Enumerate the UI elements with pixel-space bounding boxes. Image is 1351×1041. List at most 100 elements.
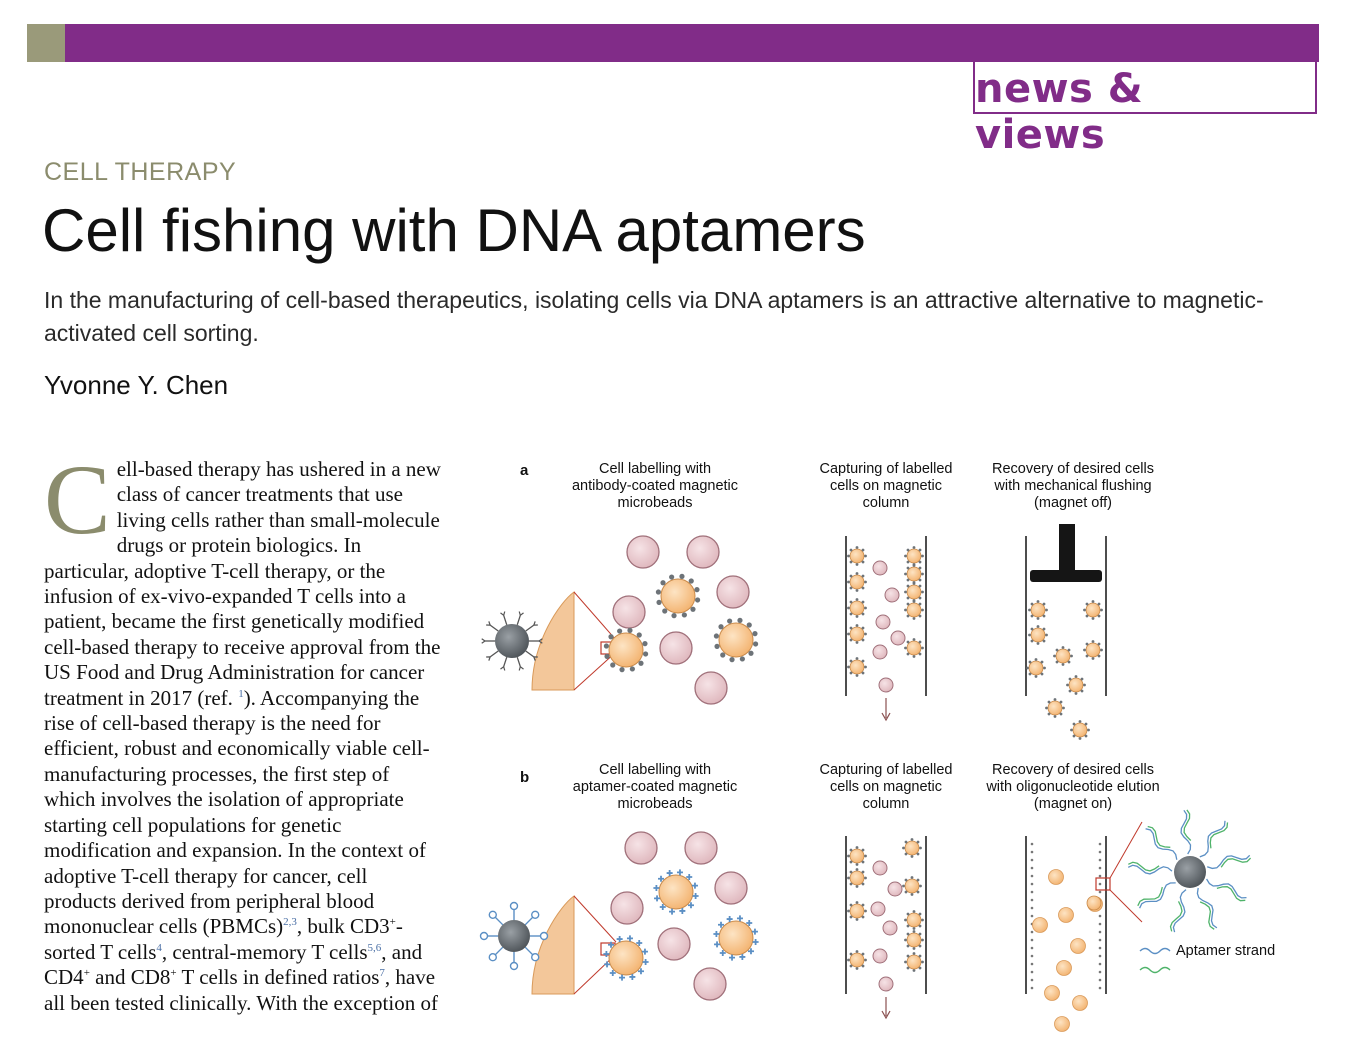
target-cell [718, 622, 754, 658]
aptamer-bead [604, 961, 611, 968]
cell-bead [921, 590, 924, 594]
cell-bead [918, 596, 922, 600]
captured-cell [1085, 602, 1101, 618]
plunger-rod [1059, 524, 1075, 578]
antibody-bead [681, 612, 687, 618]
cell-bead [912, 947, 916, 950]
target-cell [658, 874, 694, 910]
aptamer-bead [626, 935, 633, 942]
captured-cell [1085, 642, 1101, 658]
body-text-8: T cells in defined ratios [176, 965, 380, 990]
cell-bead [849, 638, 853, 642]
aptamer-bead [718, 921, 725, 928]
citation-link[interactable]: 7 [379, 967, 385, 980]
magnet-dot [1030, 890, 1034, 894]
captured-cell [849, 870, 865, 886]
cell-bead [1055, 648, 1059, 652]
cell-bead [912, 600, 916, 603]
cell-bead [1080, 677, 1084, 681]
header-bar [27, 24, 1319, 62]
cell-bead [904, 878, 908, 882]
cell-bead [918, 912, 922, 916]
citation-link[interactable]: 4 [156, 941, 162, 954]
antibody-bead [662, 608, 668, 614]
antibody-bead [638, 660, 644, 666]
aptamer-bead [726, 916, 733, 923]
cell-bead [849, 964, 853, 968]
unlabelled-cell [716, 575, 750, 609]
cell-bead [849, 860, 853, 864]
antibody-bead [655, 589, 661, 595]
cell-bead [1036, 600, 1040, 603]
cell-bead [861, 860, 865, 864]
cell-bead [847, 554, 850, 558]
cell-bead [855, 624, 859, 627]
cell-bead [1085, 602, 1089, 606]
antibody-bead [714, 643, 720, 649]
cell-bead [1028, 672, 1032, 676]
superscript-plus: + [83, 967, 90, 980]
cell-bead [1030, 627, 1034, 631]
magnet-dot [1098, 842, 1102, 846]
cell-bead [906, 652, 910, 656]
aptamer-loop [531, 953, 540, 962]
aptamer-bead [736, 915, 743, 922]
cell-bead [849, 626, 853, 630]
captured-cell [1030, 627, 1046, 643]
magnetic-bead [495, 624, 529, 658]
cell-bead [1053, 715, 1057, 718]
complementary-strand [1199, 901, 1215, 930]
released-cell [1056, 960, 1072, 976]
magnet-dot [1030, 906, 1034, 910]
magnet-dot [1030, 938, 1034, 942]
cell-bead [1030, 614, 1034, 618]
cell-bead [849, 848, 853, 852]
body-text-4: -sorted T cells [44, 914, 403, 964]
antibody-arm [518, 666, 524, 671]
cell-bead [906, 548, 910, 552]
antibody-arm [533, 621, 538, 626]
cell-bead [1074, 692, 1078, 695]
cell-bead [904, 608, 907, 612]
aptamer-bead [666, 870, 673, 877]
aptamer-loop [531, 910, 540, 919]
body-text-3: , bulk CD3 [296, 914, 390, 939]
antibody-bead [739, 656, 745, 662]
body-text-7: and CD8 [89, 965, 171, 990]
cell-bead [906, 614, 910, 618]
panel-b-step3-label: Recovery of desired cells with oligonucl… [986, 762, 1160, 812]
cell-bead [1067, 648, 1071, 652]
antibody-bead [617, 628, 623, 634]
cell-bead [1078, 720, 1082, 723]
article-title: Cell fishing with DNA aptamers [42, 197, 866, 264]
citation-link[interactable]: 2,3 [283, 916, 297, 929]
citation-link[interactable]: 1 [238, 687, 244, 700]
flowthrough-cell [887, 881, 903, 897]
aptamer-bead [714, 941, 721, 948]
cell-bead [861, 638, 865, 642]
flowthrough-cell [875, 614, 891, 630]
cell-bead [912, 927, 916, 930]
cell-bead [1028, 633, 1031, 637]
antibody-bead [746, 622, 752, 628]
aptamer-bead [654, 895, 661, 902]
captured-cell [904, 840, 920, 856]
antibody-bead [729, 657, 735, 663]
flowthrough-cell [878, 976, 894, 992]
body-text-9: , have all been tested clinically. With … [44, 965, 438, 1015]
magnet-dot [1030, 882, 1034, 886]
cell-bead [849, 548, 853, 552]
cell-bead [1061, 663, 1065, 666]
unlabelled-cell [626, 535, 660, 569]
cell-bead [916, 840, 920, 844]
aptamer-loop [539, 931, 549, 941]
antibody-bead [694, 587, 700, 593]
cell-bead [847, 580, 850, 584]
flowthrough-cell [872, 560, 888, 576]
antibody-arm [486, 656, 491, 661]
antibody-bead [656, 599, 662, 605]
citation-link[interactable]: 5,6 [367, 941, 382, 954]
cell-bead [912, 563, 916, 566]
cell-bead [847, 958, 850, 962]
target-cell [608, 632, 644, 668]
